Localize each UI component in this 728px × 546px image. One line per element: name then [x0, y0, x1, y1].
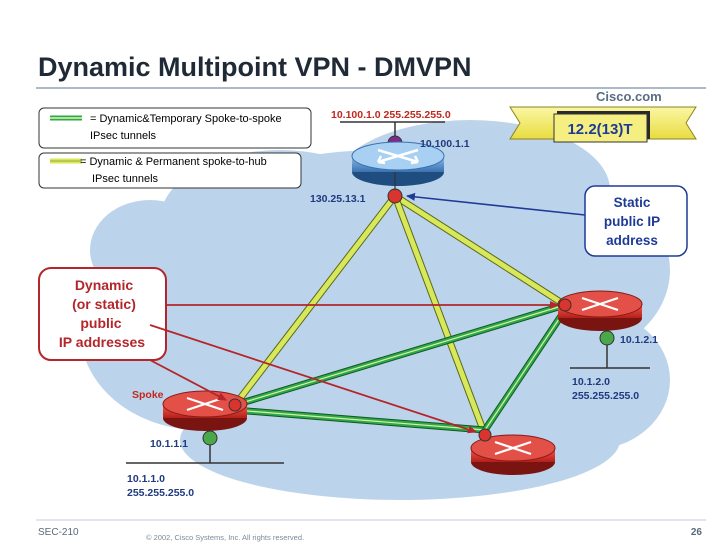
version-label: 12.2(13)T [567, 121, 632, 138]
spoke-right-public-interface [558, 298, 572, 312]
dynamic-callout-line1: Dynamic [75, 277, 134, 293]
dynamic-ip-callout: Dynamic (or static) public IP addresses [38, 267, 167, 361]
static-ip-arrow [406, 192, 586, 216]
spoke-left-lan-ip: 10.1.1.1 [150, 438, 188, 450]
dynamic-arrow-left [149, 359, 227, 401]
hub-public-interface [387, 188, 403, 204]
hub-lan-network: 10.100.1.0 255.255.255.0 [331, 109, 451, 121]
legend-box-spoke-to-hub [38, 152, 302, 189]
legend-spoke-to-hub-line1: = Dynamic & Permanent spoke-to-hub [80, 156, 267, 168]
spoke-right-network: 10.1.2.0 [572, 376, 610, 388]
page-title: Dynamic Multipoint VPN - DMVPN [38, 52, 472, 82]
spoke-right-mask: 255.255.255.0 [572, 390, 639, 402]
spoke-router-bottom [470, 428, 556, 475]
router-arrows-icon [186, 396, 224, 412]
static-callout-line2: public IP [604, 214, 660, 229]
version-badge: 12.2(13)T [509, 106, 697, 143]
hub-lan-ip: 10.100.1.1 [420, 138, 470, 150]
spoke-right-lan-ip: 10.1.2.1 [620, 334, 658, 346]
spoke-bottom-public-interface [478, 428, 492, 442]
hub-router-arrows-icon [376, 148, 420, 165]
legend-spoke-to-spoke-line1: = Dynamic&Temporary Spoke-to-spoke [90, 113, 282, 125]
spoke-router-right [557, 290, 650, 369]
spoke-left-mask: 255.255.255.0 [127, 487, 194, 499]
static-callout-line1: Static [614, 195, 651, 210]
static-callout-line3: address [606, 233, 658, 248]
router-arrows-icon [581, 296, 619, 312]
hub-public-ip: 130.25.13.1 [310, 193, 366, 205]
spoke-left-network: 10.1.1.0 [127, 473, 165, 485]
spoke-right-lan-interface [599, 330, 615, 346]
dynamic-callout-line4: IP addresses [59, 334, 145, 350]
cisco-brand: Cisco.com [596, 89, 662, 104]
static-ip-callout: Static public IP address [584, 185, 688, 257]
legend-spoke-to-hub-line2: IPsec tunnels [92, 173, 159, 185]
dynamic-callout-line3: public [80, 315, 121, 331]
spoke-left-public-interface [228, 398, 242, 412]
router-arrows-icon [494, 440, 532, 456]
dynamic-arrow-bottom [149, 324, 477, 434]
hub-router [340, 121, 445, 204]
legend-spoke-to-spoke-line2: IPsec tunnels [90, 130, 157, 142]
spoke-router-left [126, 390, 284, 464]
footer-course: SEC-210 [38, 527, 79, 538]
spoke-left-lan-interface [202, 430, 218, 446]
dynamic-callout-line2: (or static) [72, 296, 136, 312]
spoke-spoke-tunnels [233, 301, 568, 434]
spoke-role-label: Spoke [132, 389, 164, 401]
footer-page-number: 26 [691, 527, 703, 538]
legend: = Dynamic&Temporary Spoke-to-spoke IPsec… [38, 107, 312, 189]
legend-box-spoke-to-spoke [38, 107, 312, 149]
hub-spoke-tunnels [232, 193, 567, 437]
footer-copyright: © 2002, Cisco Systems, Inc. All rights r… [146, 533, 304, 542]
